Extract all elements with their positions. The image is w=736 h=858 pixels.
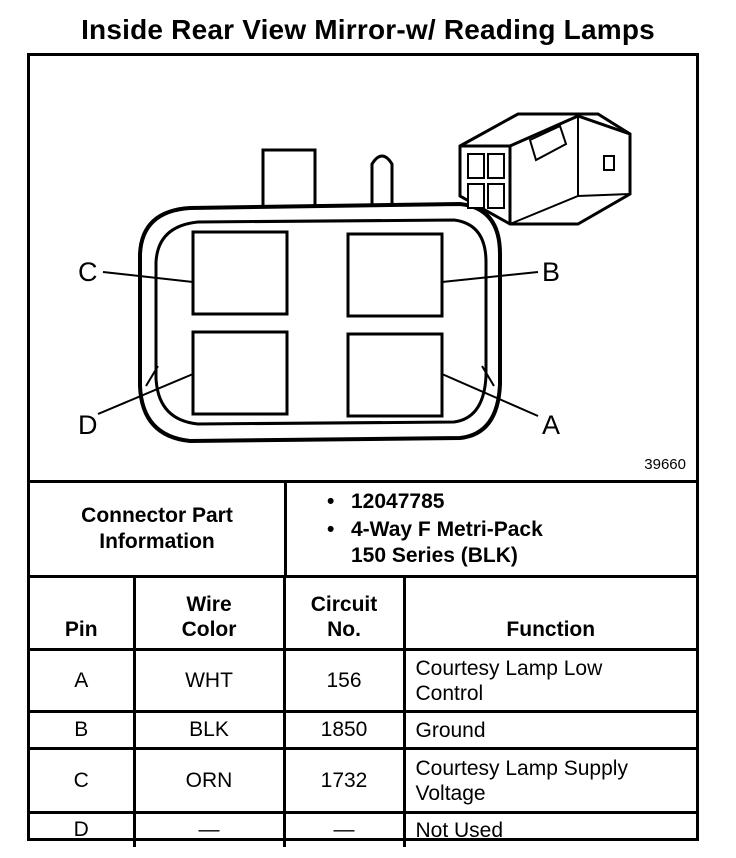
connector-info-values: 12047785 4-Way F Metri-Pack 150 Series (… xyxy=(284,480,696,578)
cell-circuit: 1850 xyxy=(282,710,406,750)
header-circuit-line2: No. xyxy=(327,618,361,641)
cell-function: Courtesy Lamp Supply Voltage xyxy=(402,747,696,814)
leader-line-d xyxy=(97,373,194,415)
figure-number: 39660 xyxy=(644,456,686,473)
table-row: D — — Not Used xyxy=(30,811,696,847)
cell-wire-color: WHT xyxy=(132,648,286,713)
cell-circuit: — xyxy=(282,811,406,847)
header-function: Function xyxy=(402,575,696,651)
connector-isometric-sketch xyxy=(458,112,632,226)
connector-info-label: Connector Part Information xyxy=(30,480,287,578)
cavity-b xyxy=(346,232,444,318)
diagram-frame: C B D A 39660 Connector Part Information… xyxy=(27,53,699,847)
header-wire-color-line1: Wire xyxy=(186,593,232,616)
connector-info-label-line1: Connector Part xyxy=(81,504,233,527)
connector-description-line2: 150 Series (BLK) xyxy=(351,544,518,567)
cell-pin: D xyxy=(30,811,136,847)
cell-function-line2: Voltage xyxy=(415,781,486,805)
table-row: B BLK 1850 Ground xyxy=(30,710,696,750)
header-wire-color-line2: Color xyxy=(181,618,237,641)
header-wire-color: Wire Color xyxy=(132,575,286,651)
cell-function: Courtesy Lamp Low Control xyxy=(402,648,696,713)
cavity-a xyxy=(346,332,444,418)
table-row: A WHT 156 Courtesy Lamp Low Control xyxy=(30,648,696,713)
leader-line-c xyxy=(102,271,194,283)
cavity-d xyxy=(191,330,289,416)
connector-description-line1: 4-Way F Metri-Pack xyxy=(351,518,543,541)
part-number: 12047785 xyxy=(327,489,696,515)
pinout-header-row: Pin Wire Color Circuit No. Function xyxy=(30,575,696,651)
cell-pin: C xyxy=(30,747,136,814)
leader-line-b xyxy=(441,271,539,283)
pin-label-c: C xyxy=(78,257,98,287)
locking-tab xyxy=(261,148,317,210)
cell-function: Not Used xyxy=(402,811,696,847)
cell-circuit: 156 xyxy=(282,648,406,713)
cell-function-line2: Control xyxy=(415,681,484,705)
connector-diagram: C B D A 39660 xyxy=(30,56,696,480)
leader-line-a xyxy=(441,373,539,417)
cell-wire-color: ORN xyxy=(132,747,286,814)
pin-label-d: D xyxy=(78,410,98,440)
cavity-c xyxy=(191,230,289,316)
connector-face-drawing xyxy=(97,112,632,444)
cell-pin: A xyxy=(30,648,136,713)
page-title: Inside Rear View Mirror-w/ Reading Lamps xyxy=(81,14,655,45)
connector-description: 4-Way F Metri-Pack 150 Series (BLK) xyxy=(327,517,696,569)
pin-label-a: A xyxy=(542,410,561,440)
header-pin: Pin xyxy=(30,575,136,651)
cell-wire-color: BLK xyxy=(132,710,286,750)
cell-wire-color: — xyxy=(132,811,286,847)
cell-function-line1: Courtesy Lamp Low xyxy=(415,656,603,680)
pinout-table: Pin Wire Color Circuit No. Function A WH… xyxy=(30,575,696,847)
header-circuit: Circuit No. xyxy=(282,575,406,651)
cell-function: Ground xyxy=(402,710,696,750)
connector-info-label-line2: Information xyxy=(99,530,215,553)
cell-function-line1: Courtesy Lamp Supply xyxy=(415,756,628,780)
connector-info-table: Connector Part Information 12047785 4-Wa… xyxy=(30,480,696,578)
cell-circuit: 1732 xyxy=(282,747,406,814)
header-circuit-line1: Circuit xyxy=(310,593,378,616)
pin-label-b: B xyxy=(542,257,561,287)
connector-inner-rim xyxy=(154,218,488,426)
cell-pin: B xyxy=(30,710,136,750)
table-row: C ORN 1732 Courtesy Lamp Supply Voltage xyxy=(30,747,696,814)
